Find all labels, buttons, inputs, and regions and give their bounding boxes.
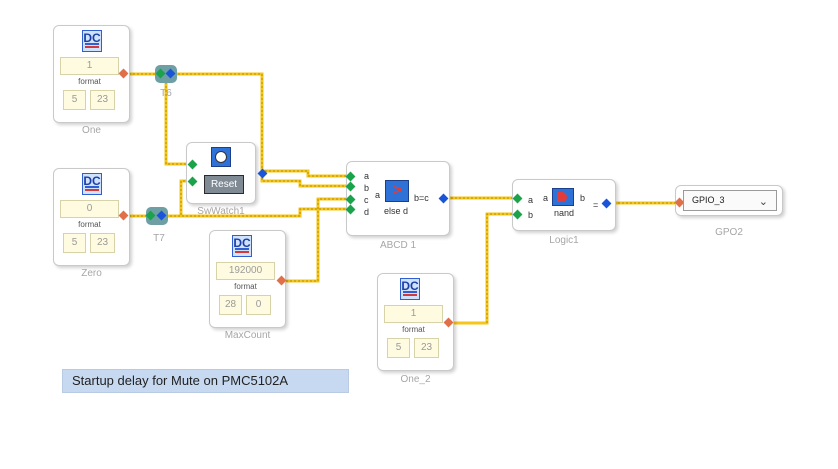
inner-label-a: a bbox=[543, 193, 549, 203]
chevron-down-icon: ⌄ bbox=[758, 196, 768, 208]
compare-icon: > bbox=[385, 180, 409, 202]
value-field[interactable]: 1 bbox=[384, 305, 443, 323]
tag-caption: T7 bbox=[153, 233, 165, 244]
port-label-a: a bbox=[528, 195, 534, 205]
nand-gate-icon bbox=[552, 188, 574, 206]
equals-label: = bbox=[593, 200, 599, 210]
format-field-2[interactable]: 23 bbox=[414, 338, 439, 358]
block-caption: One bbox=[82, 125, 101, 136]
dc-block-maxcount[interactable]: DC 192000 format 28 0 bbox=[209, 230, 286, 328]
block-caption: Zero bbox=[81, 268, 102, 279]
port-label-d: d bbox=[364, 207, 370, 217]
operator-label: nand bbox=[554, 208, 575, 218]
port-label-b: b bbox=[528, 210, 534, 220]
tag-caption: T6 bbox=[160, 88, 172, 99]
block-caption: Logic1 bbox=[549, 235, 579, 246]
format-field-1[interactable]: 28 bbox=[219, 295, 242, 315]
gpio-select[interactable]: GPIO_3 ⌄ bbox=[683, 190, 777, 211]
dc-icon: DC bbox=[82, 173, 102, 195]
gpio-select-value: GPIO_3 bbox=[692, 195, 725, 205]
dc-block-one-2[interactable]: DC 1 format 5 23 bbox=[377, 273, 454, 371]
format-label: format bbox=[78, 220, 101, 229]
block-caption: SwWatch1 bbox=[197, 206, 245, 217]
dc-block-one[interactable]: DC 1 format 5 23 bbox=[53, 25, 130, 123]
stopwatch-block[interactable]: Reset bbox=[186, 142, 256, 204]
value-field[interactable]: 0 bbox=[60, 200, 119, 218]
format-field-1[interactable]: 5 bbox=[387, 338, 410, 358]
block-caption: GPO2 bbox=[715, 227, 743, 238]
stopwatch-icon bbox=[211, 147, 231, 167]
value-field[interactable]: 1 bbox=[60, 57, 119, 75]
dc-icon: DC bbox=[400, 278, 420, 300]
format-label: format bbox=[78, 77, 101, 86]
format-label: format bbox=[234, 282, 257, 291]
comment-note[interactable]: Startup delay for Mute on PMC5102A bbox=[62, 369, 349, 393]
wire bbox=[282, 197, 350, 283]
format-field-1[interactable]: 5 bbox=[63, 233, 86, 253]
dc-icon: DC bbox=[232, 235, 252, 257]
format-label: format bbox=[402, 325, 425, 334]
format-field-2[interactable]: 0 bbox=[246, 295, 271, 315]
inner-label-a: a bbox=[375, 190, 381, 200]
inner-label-else: else d bbox=[384, 206, 409, 216]
port-label-a: a bbox=[364, 171, 370, 181]
value-field[interactable]: 192000 bbox=[216, 262, 275, 280]
block-caption: One_2 bbox=[400, 374, 431, 385]
block-caption: ABCD 1 bbox=[379, 240, 417, 251]
port-label-b: b bbox=[364, 183, 370, 193]
port-label-c: c bbox=[364, 195, 369, 205]
block-caption: MaxCount bbox=[224, 330, 271, 341]
output-label: b=c bbox=[414, 193, 429, 203]
logic-block[interactable]: a b a b nand = bbox=[512, 179, 616, 231]
reset-button[interactable]: Reset bbox=[204, 175, 244, 194]
format-field-2[interactable]: 23 bbox=[90, 90, 115, 110]
inner-label-b: b bbox=[580, 193, 586, 203]
dc-icon: DC bbox=[82, 30, 102, 52]
format-field-1[interactable]: 5 bbox=[63, 90, 86, 110]
wire bbox=[449, 212, 520, 325]
abcd-block[interactable]: a b c d a > else d b=c bbox=[346, 161, 450, 236]
format-field-2[interactable]: 23 bbox=[90, 233, 115, 253]
dc-block-zero[interactable]: DC 0 format 5 23 bbox=[53, 168, 130, 266]
